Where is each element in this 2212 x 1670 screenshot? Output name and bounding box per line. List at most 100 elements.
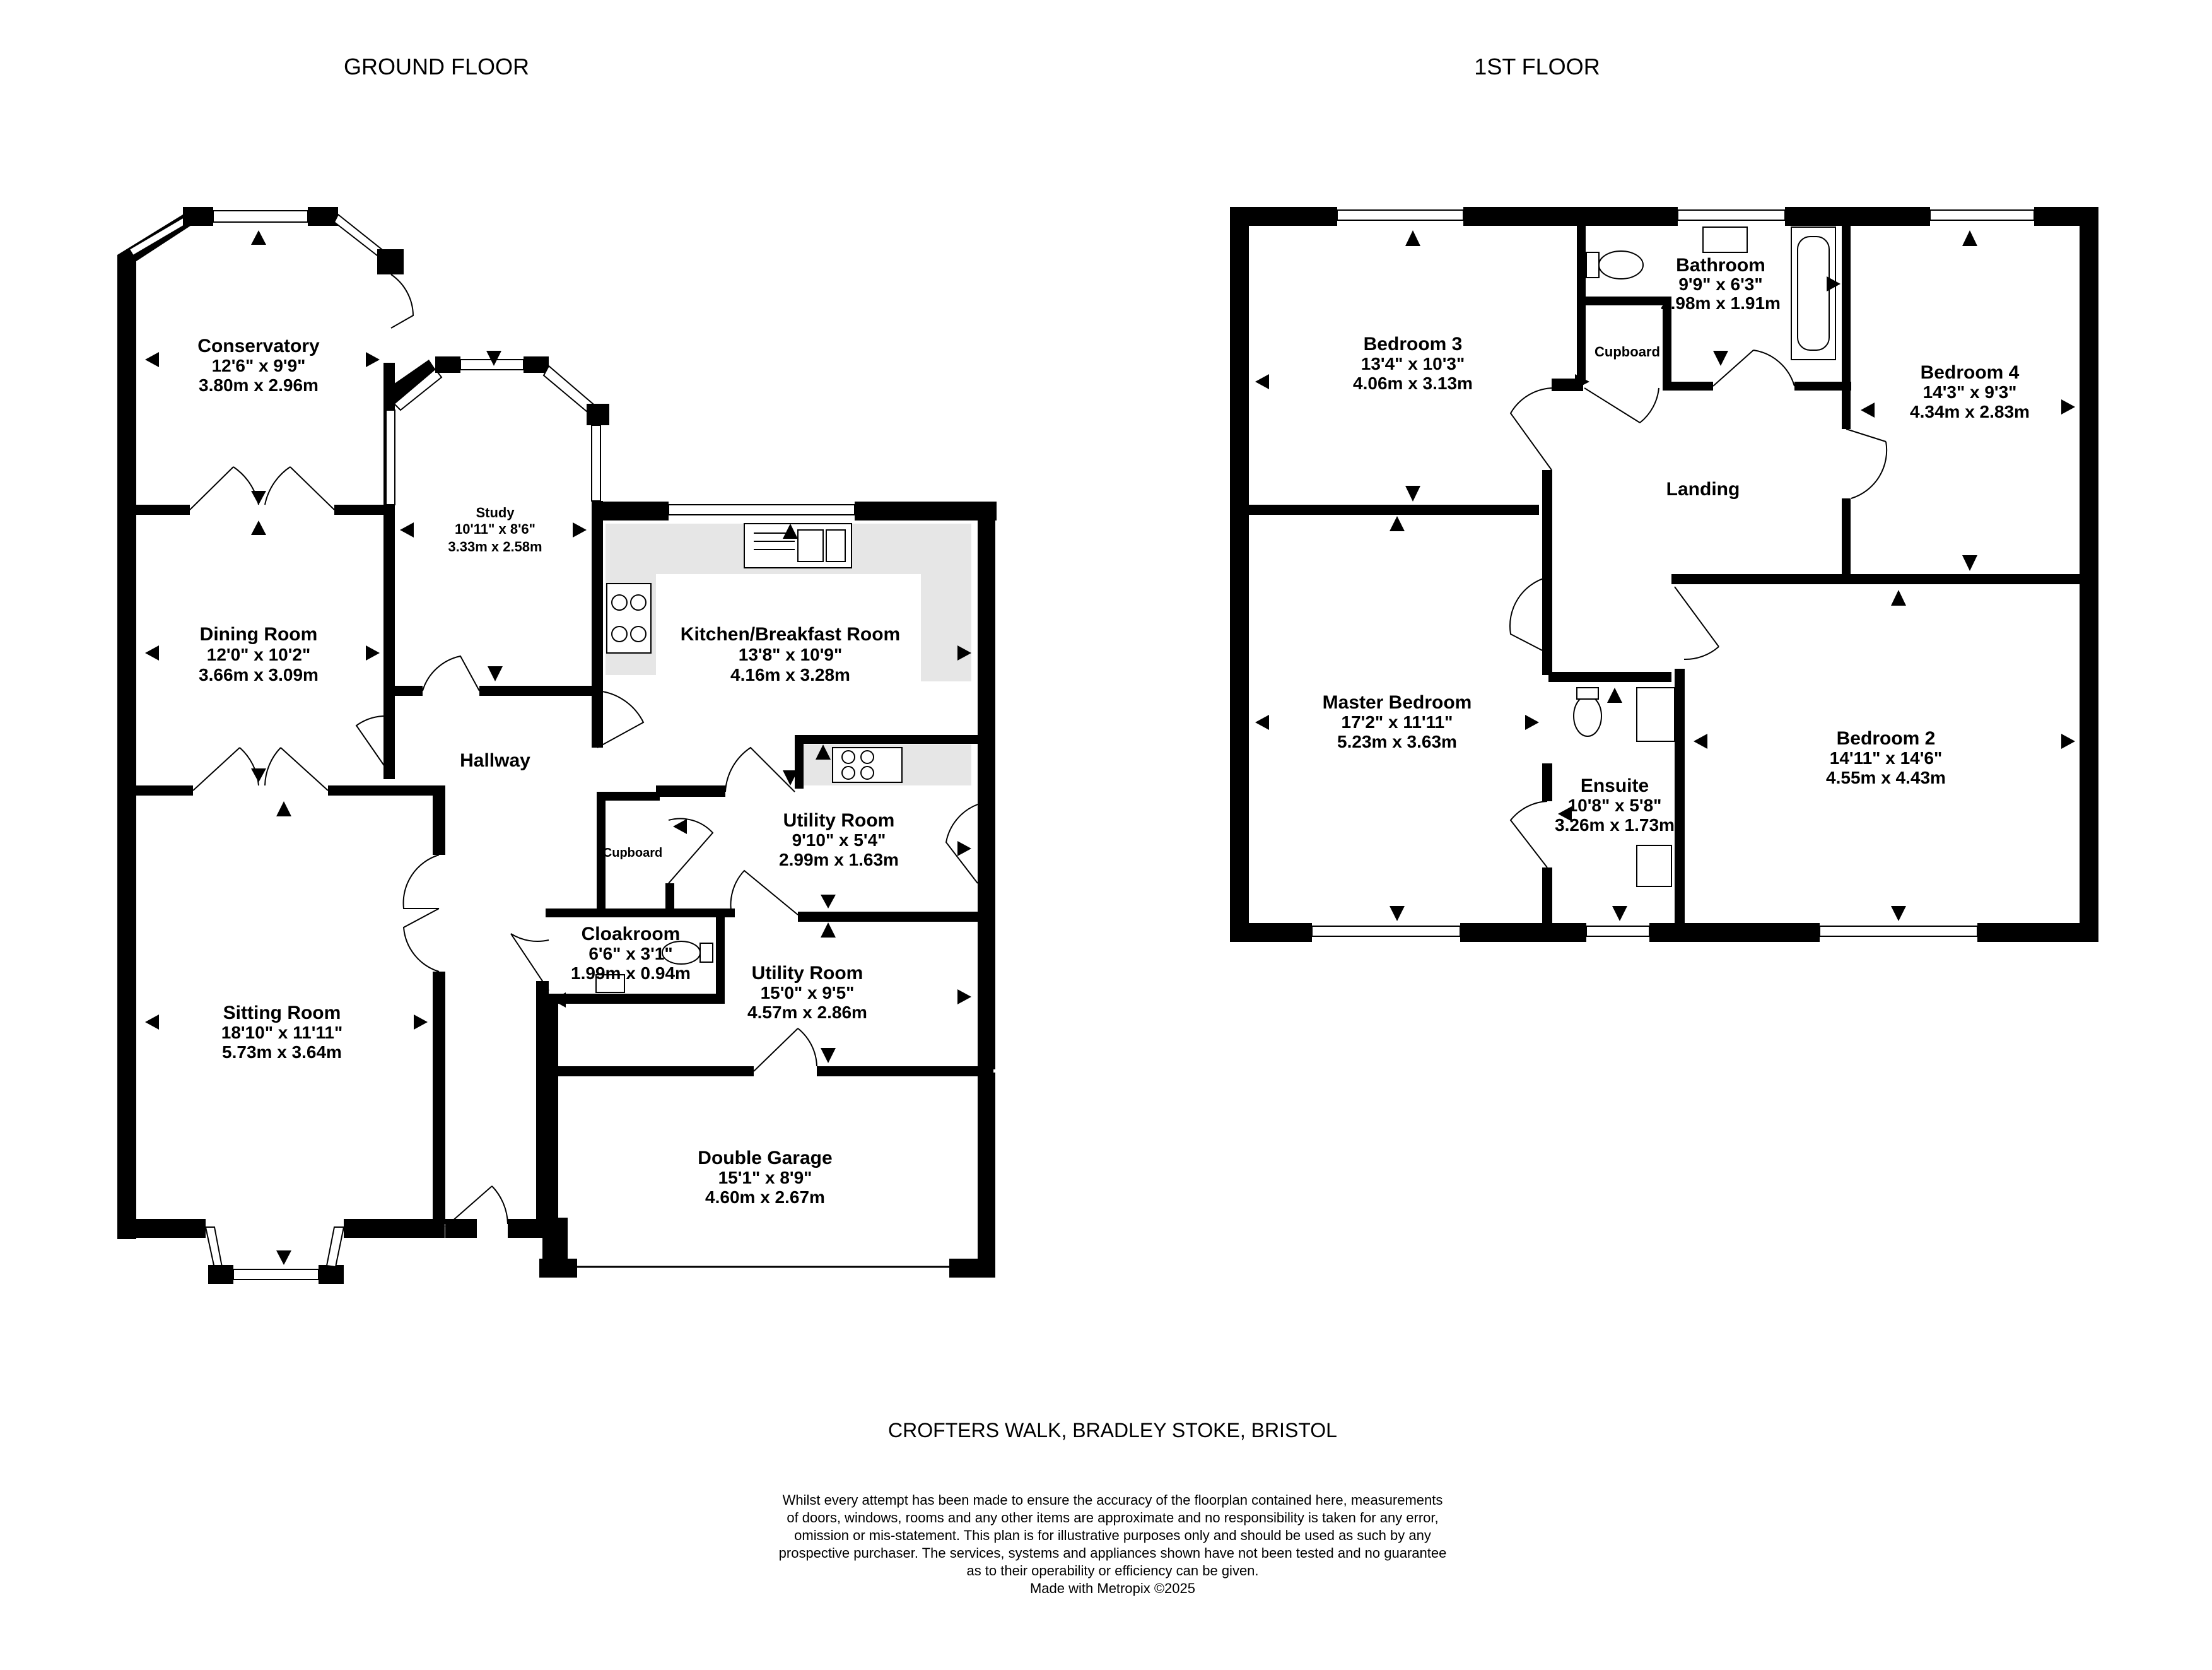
wall (795, 735, 804, 789)
arrow (1558, 806, 1572, 821)
kitchen-name: Kitchen/Breakfast Room (681, 624, 900, 645)
window (1586, 926, 1650, 937)
arrow (276, 1250, 291, 1265)
arrow (821, 895, 836, 909)
window (204, 1226, 223, 1269)
window (213, 210, 308, 223)
wall (795, 735, 978, 744)
arrow (957, 841, 971, 856)
wall (524, 356, 549, 373)
arrow (1405, 486, 1420, 502)
arrow (1827, 276, 1840, 291)
garage-name: Double Garage (698, 1148, 832, 1168)
wall (798, 912, 987, 922)
arrow (673, 819, 687, 834)
wall (1463, 207, 1678, 226)
door-swing (445, 1185, 508, 1228)
hob-ring (860, 766, 874, 780)
wall (1842, 385, 1851, 429)
wall (1977, 923, 2098, 942)
arrow (251, 230, 266, 245)
master-bedroom-imperial: 17'2" x 11'11" (1342, 712, 1453, 732)
window (385, 409, 395, 505)
door-swing (264, 466, 335, 510)
wall (949, 1259, 995, 1278)
bedroom-2-imperial: 14'11" x 14'6" (1830, 748, 1942, 768)
wall (1794, 382, 1851, 391)
ground-floor-title: GROUND FLOOR (344, 54, 529, 79)
wall (383, 511, 395, 716)
first-floor-title: 1ST FLOOR (1474, 54, 1600, 79)
utility-room-2-metric: 4.57m x 2.86m (747, 1003, 867, 1022)
wall (136, 785, 193, 796)
ground-floor-plan: Conservatory 12'6" x 9'9" 3.80m x 2.96m … (117, 207, 997, 1284)
arrow (552, 992, 566, 1008)
kitchen-metric: 4.16m x 3.28m (730, 665, 850, 685)
wall (1542, 763, 1552, 801)
disclaimer: Whilst every attempt has been made to en… (779, 1492, 1447, 1596)
arrow (2061, 399, 2075, 415)
arrow (1962, 555, 1977, 571)
arrow (1713, 351, 1728, 366)
arrow (366, 352, 380, 367)
wall (383, 360, 435, 404)
hob (606, 583, 652, 654)
study-name: Study (476, 505, 515, 520)
door-swing (597, 690, 645, 748)
wall (978, 918, 995, 1069)
door-swing (402, 854, 440, 909)
wall (817, 1066, 993, 1076)
wall (308, 207, 338, 226)
wall (1542, 867, 1552, 927)
door-swing (1712, 350, 1795, 387)
bedroom-4-name: Bedroom 4 (1921, 362, 2020, 383)
arrow (1255, 715, 1269, 730)
arrow (1525, 715, 1539, 730)
arrow (1390, 516, 1405, 531)
wall (433, 785, 445, 855)
wall (328, 785, 445, 796)
window (325, 1226, 345, 1268)
wall (208, 1265, 233, 1284)
utility-room-1-metric: 2.99m x 1.63m (779, 850, 899, 869)
wall (377, 249, 404, 274)
wall (2080, 207, 2098, 942)
toilet (1573, 695, 1602, 737)
wall (334, 505, 391, 515)
dining-room-name: Dining Room (200, 624, 318, 645)
window (591, 425, 601, 502)
hob-ring (841, 750, 855, 764)
garage-imperial: 15'1" x 8'9" (718, 1168, 812, 1187)
wall (656, 785, 725, 797)
wall (1842, 498, 1851, 580)
room-arrows (1255, 230, 2075, 921)
arrow (145, 352, 159, 367)
wall (383, 716, 395, 779)
wall (592, 688, 603, 748)
window (1337, 209, 1464, 221)
disclaimer-line: omission or mis-statement. This plan is … (794, 1527, 1431, 1543)
wall (117, 255, 136, 1239)
window (1311, 926, 1461, 937)
bathroom-imperial: 9'9" x 6'3" (1678, 274, 1762, 294)
basin (1702, 226, 1748, 253)
door-swing (1846, 428, 1888, 499)
wall (435, 356, 460, 373)
window (668, 504, 855, 515)
door-swing (725, 746, 795, 792)
bedroom-3-metric: 4.06m x 3.13m (1353, 373, 1473, 393)
wall (1460, 923, 1586, 942)
arrow (400, 522, 414, 538)
wall (1230, 923, 1312, 942)
wall (1663, 297, 1671, 388)
wall (539, 1259, 577, 1278)
wall (546, 1003, 558, 1268)
arrow (1612, 906, 1627, 921)
toilet-cistern (699, 943, 713, 963)
hob-ring (860, 750, 874, 764)
arrow (251, 520, 266, 535)
door-swing (422, 655, 480, 691)
cloakroom-name: Cloakroom (582, 924, 681, 944)
sitting-room-name: Sitting Room (223, 1003, 341, 1023)
